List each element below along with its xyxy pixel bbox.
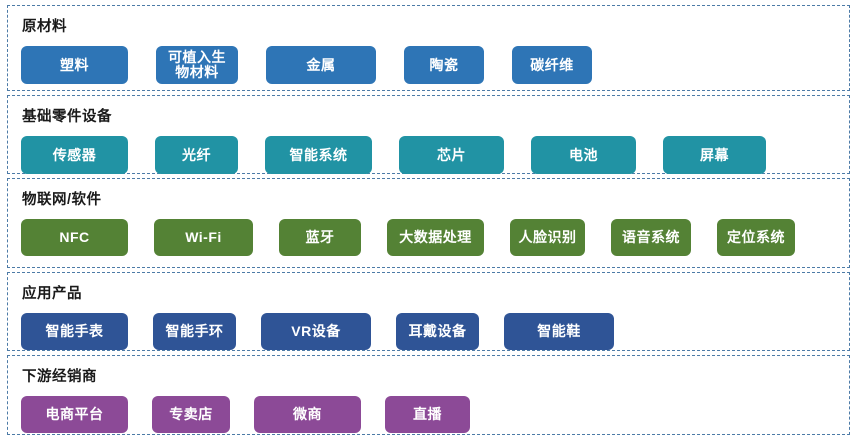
node-ear-worn-device: 耳戴设备 (396, 313, 479, 350)
node-smart-band: 智能手环 (153, 313, 236, 350)
node-screen: 屏幕 (663, 136, 766, 174)
node-implantable-biomaterial: 可植入生 物材料 (156, 46, 238, 84)
node-plastic: 塑料 (21, 46, 128, 84)
section-basic-components-equipment: 基础零件设备 传感器 光纤 智能系统 芯片 电池 屏幕 (7, 95, 850, 174)
node-big-data-processing: 大数据处理 (387, 219, 484, 256)
node-smart-shoes: 智能鞋 (504, 313, 614, 350)
node-carbon-fiber: 碳纤维 (512, 46, 592, 84)
node-wifi: Wi-Fi (154, 219, 253, 256)
node-smart-system: 智能系统 (265, 136, 372, 174)
node-ceramic: 陶瓷 (404, 46, 484, 84)
node-specialty-store: 专卖店 (152, 396, 230, 433)
node-livestream: 直播 (385, 396, 470, 433)
node-optical-fiber: 光纤 (155, 136, 238, 174)
section-iot-software: 物联网/软件 NFC Wi-Fi 蓝牙 大数据处理 人脸识别 语音系统 定位系统 (7, 178, 850, 268)
node-sensor: 传感器 (21, 136, 128, 174)
section-title: 基础零件设备 (22, 109, 112, 125)
section-title: 原材料 (22, 19, 67, 35)
node-positioning-system: 定位系统 (717, 219, 795, 256)
node-row: 传感器 光纤 智能系统 芯片 电池 屏幕 (21, 136, 836, 174)
section-title: 下游经销商 (22, 369, 97, 385)
section-downstream-distributors: 下游经销商 电商平台 专卖店 微商 直播 (7, 355, 850, 435)
section-application-products: 应用产品 智能手表 智能手环 VR设备 耳戴设备 智能鞋 (7, 272, 850, 351)
node-bluetooth: 蓝牙 (279, 219, 361, 256)
node-ecommerce-platform: 电商平台 (21, 396, 128, 433)
node-chip: 芯片 (399, 136, 504, 174)
section-title: 应用产品 (22, 286, 82, 302)
node-smart-watch: 智能手表 (21, 313, 128, 350)
node-row: 电商平台 专卖店 微商 直播 (21, 396, 836, 433)
node-face-recognition: 人脸识别 (510, 219, 585, 256)
node-vr-device: VR设备 (261, 313, 371, 350)
node-row: 智能手表 智能手环 VR设备 耳戴设备 智能鞋 (21, 313, 836, 350)
node-metal: 金属 (266, 46, 376, 84)
node-battery: 电池 (531, 136, 636, 174)
node-wechat-business: 微商 (254, 396, 361, 433)
node-row: NFC Wi-Fi 蓝牙 大数据处理 人脸识别 语音系统 定位系统 (21, 219, 836, 256)
node-row: 塑料 可植入生 物材料 金属 陶瓷 碳纤维 (21, 46, 836, 84)
node-nfc: NFC (21, 219, 128, 256)
section-title: 物联网/软件 (22, 192, 102, 208)
node-voice-system: 语音系统 (611, 219, 691, 256)
section-raw-materials: 原材料 塑料 可植入生 物材料 金属 陶瓷 碳纤维 (7, 5, 850, 91)
